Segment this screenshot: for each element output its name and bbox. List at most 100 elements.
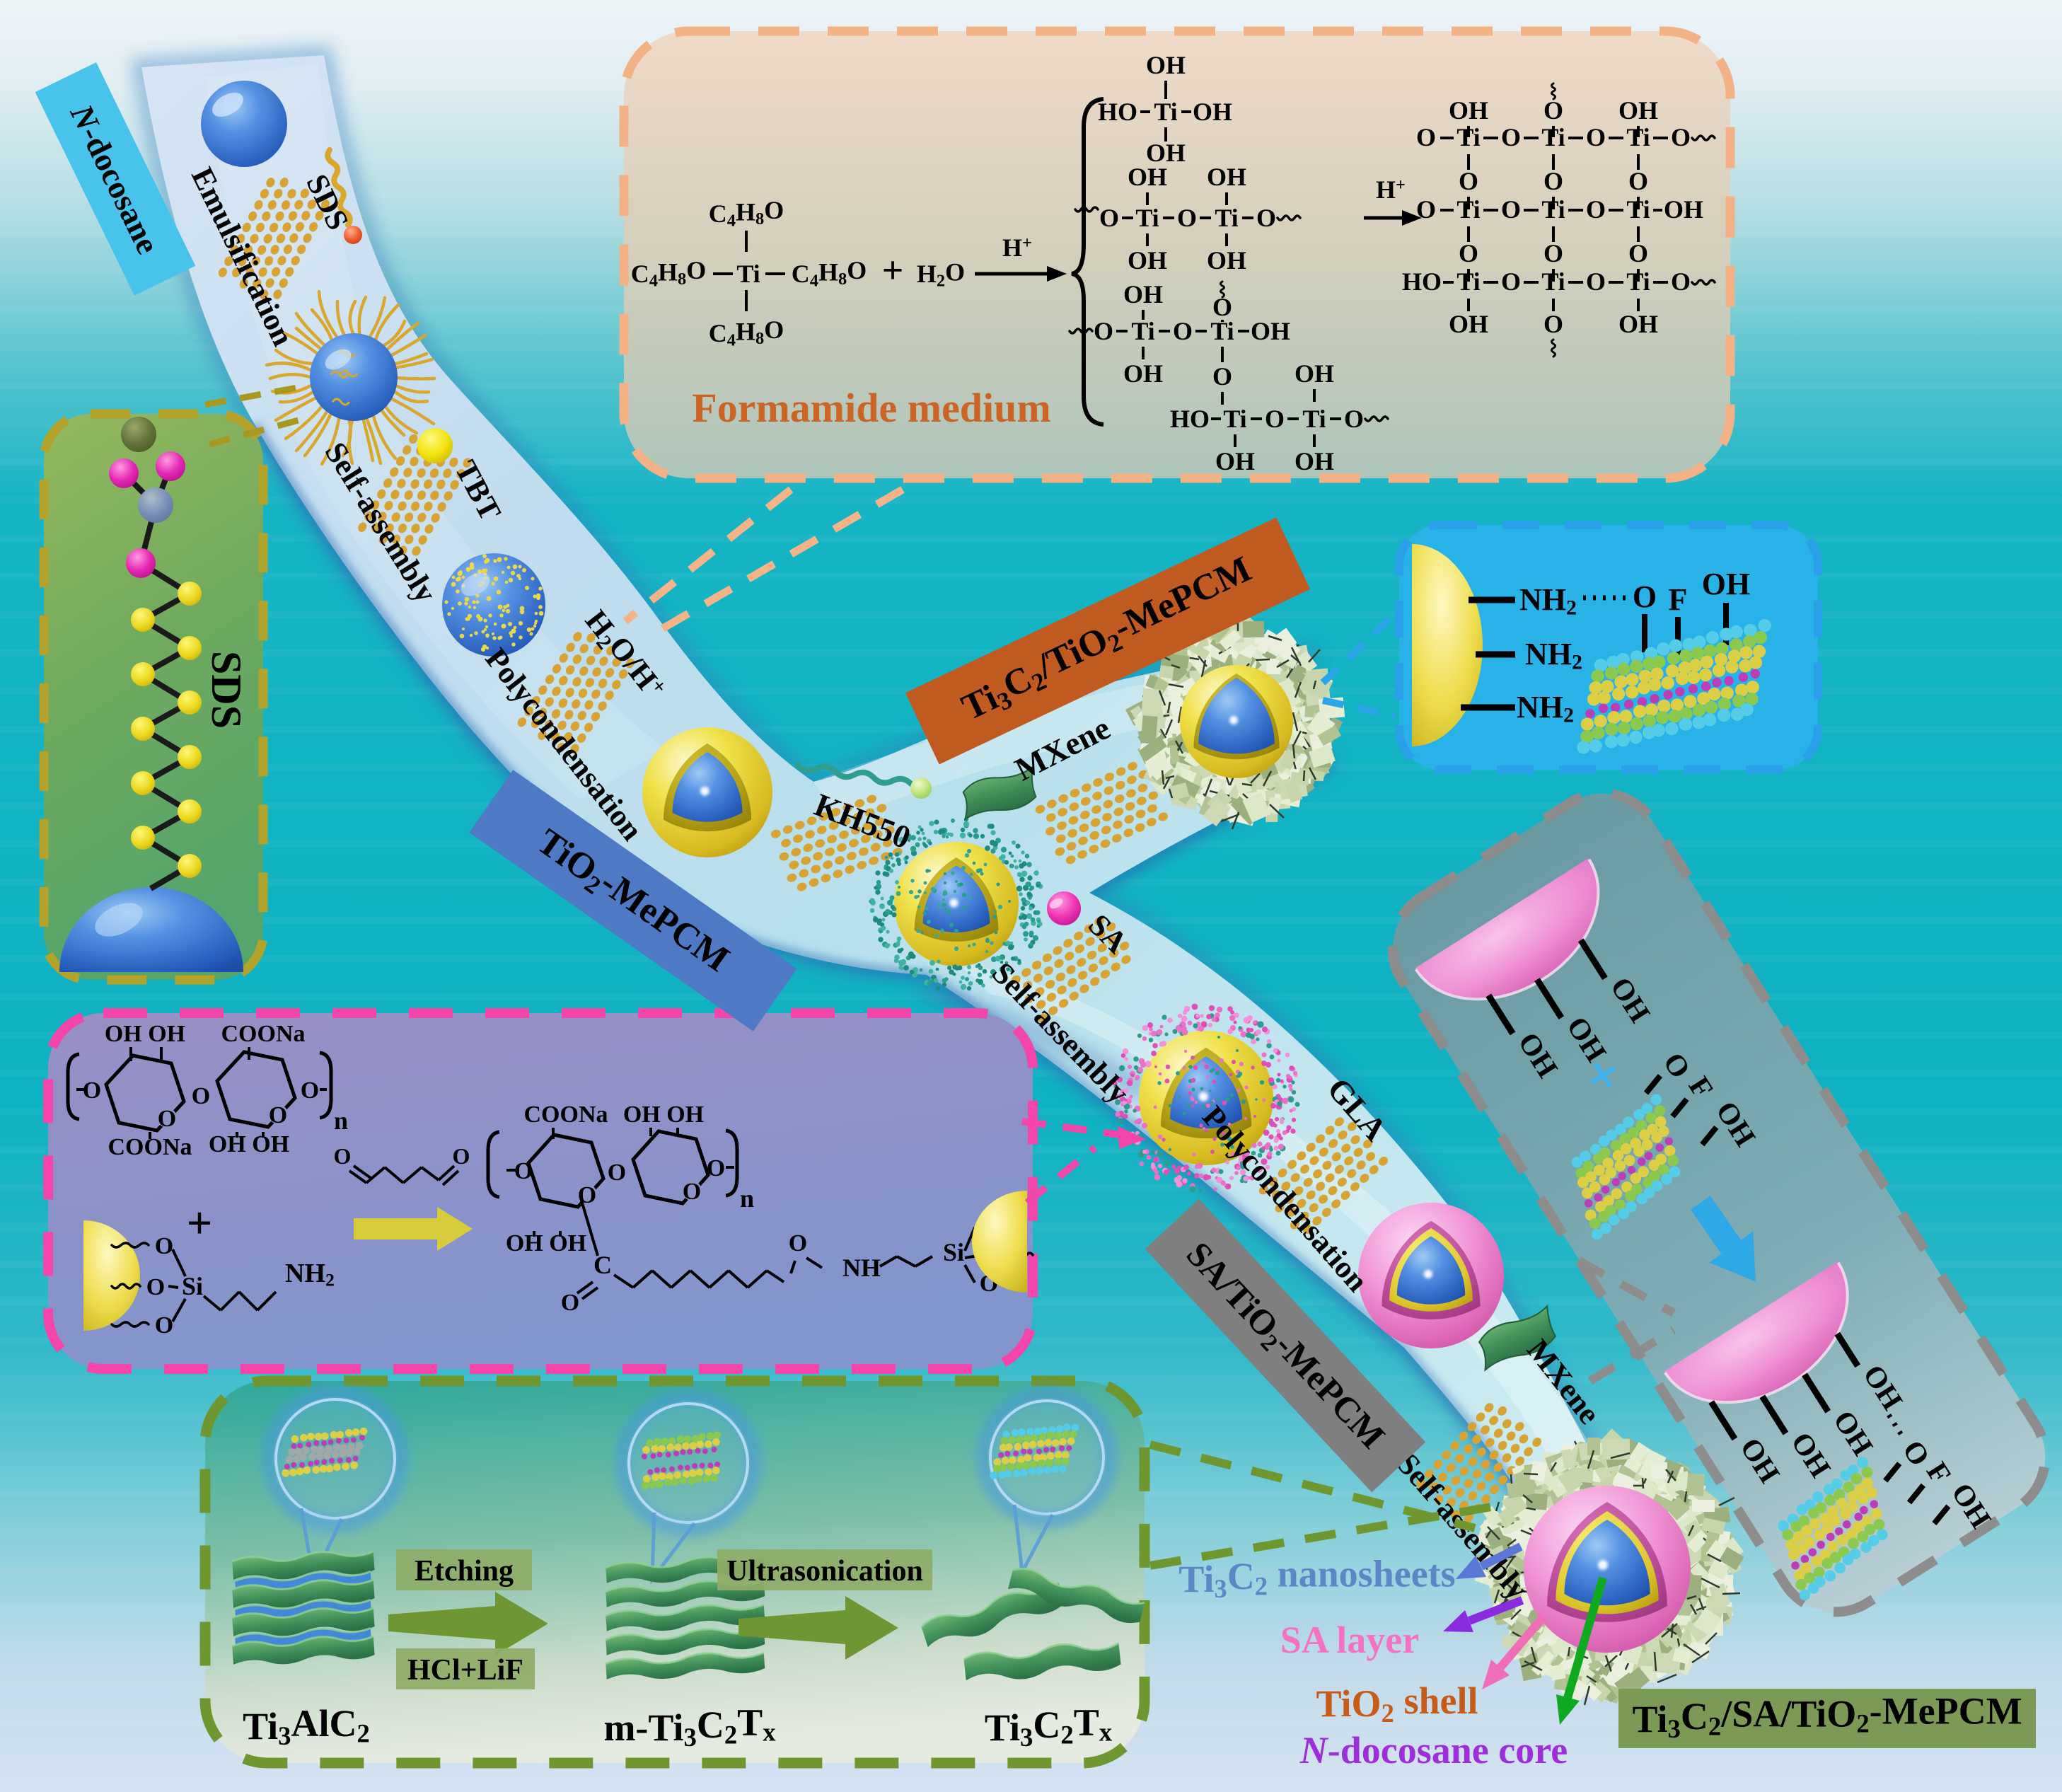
svg-text:O: O	[707, 1155, 725, 1181]
svg-text:O: O	[1459, 239, 1478, 267]
svg-text:O: O	[1586, 123, 1606, 151]
svg-text:O: O	[453, 1143, 470, 1169]
svg-text:O: O	[269, 1102, 287, 1128]
svg-text:+: +	[187, 1198, 212, 1248]
svg-text:O: O	[1671, 267, 1691, 296]
svg-text:Ti3​C2​/SA/TiO2​-MePCM: Ti3​C2​/SA/TiO2​-MePCM	[1632, 1690, 2022, 1743]
svg-text:O: O	[1173, 317, 1193, 345]
svg-text:O: O	[1628, 167, 1648, 195]
svg-text:SDS: SDS	[203, 651, 250, 729]
svg-text:OH: OH	[1123, 359, 1163, 388]
svg-text:n: n	[740, 1184, 754, 1213]
svg-text:O: O	[789, 1230, 807, 1256]
svg-text:Si: Si	[182, 1272, 203, 1300]
svg-text:Ti: Ti	[1215, 204, 1238, 232]
svg-text:OH: OH	[1664, 195, 1703, 224]
svg-text:SA layer: SA layer	[1280, 1619, 1420, 1661]
svg-text:O: O	[1212, 362, 1232, 391]
svg-text:F: F	[1669, 582, 1688, 617]
svg-text:O: O	[1416, 195, 1436, 224]
svg-text:OH OH: OH OH	[105, 1021, 185, 1047]
svg-text:OH: OH	[1251, 317, 1290, 345]
svg-text:OH: OH	[1618, 310, 1658, 338]
svg-text:O: O	[608, 1160, 626, 1186]
svg-text:OH: OH	[1449, 96, 1488, 125]
svg-text:O: O	[301, 1077, 319, 1104]
svg-text:OH: OH	[1128, 163, 1167, 191]
svg-text:Ti: Ti	[1135, 204, 1159, 232]
svg-text:O: O	[1212, 293, 1232, 321]
svg-text:NH: NH	[842, 1254, 881, 1282]
svg-text:Ti: Ti	[1302, 405, 1326, 433]
svg-text:O: O	[1628, 239, 1648, 267]
svg-text:OH: OH	[1193, 98, 1232, 126]
svg-text:O: O	[1543, 96, 1563, 125]
svg-text:O: O	[1543, 239, 1563, 267]
svg-text:O: O	[1459, 167, 1478, 195]
svg-text:O: O	[1586, 267, 1606, 296]
svg-text:HCl+LiF: HCl+LiF	[407, 1654, 523, 1687]
svg-text:O: O	[1633, 579, 1657, 614]
svg-text:HO: HO	[1402, 267, 1442, 296]
svg-text:O: O	[1671, 123, 1691, 151]
svg-text:OH: OH	[1207, 163, 1246, 191]
svg-text:TiO2​ shell: TiO2​ shell	[1316, 1680, 1478, 1728]
svg-text:O: O	[1501, 195, 1521, 224]
svg-text:O: O	[561, 1290, 579, 1316]
svg-text:OH: OH	[1146, 51, 1186, 79]
svg-text:O: O	[514, 1158, 533, 1184]
svg-text:+: +	[882, 249, 904, 291]
svg-text:O: O	[1543, 167, 1563, 195]
svg-text:OH: OH	[1294, 359, 1334, 388]
svg-text:O: O	[1256, 204, 1276, 232]
svg-text:OH OH: OH OH	[209, 1131, 289, 1157]
svg-text:Ti: Ti	[1131, 317, 1154, 345]
svg-text:O: O	[1344, 405, 1364, 433]
svg-text:Etching: Etching	[415, 1555, 514, 1588]
svg-text:O: O	[578, 1182, 596, 1208]
svg-text:HO: HO	[1170, 405, 1210, 433]
svg-text:O: O	[155, 1233, 173, 1259]
svg-text:O: O	[1177, 204, 1197, 232]
svg-text:O: O	[1501, 267, 1521, 296]
svg-text:O: O	[158, 1106, 176, 1132]
svg-text:Si: Si	[943, 1238, 964, 1266]
svg-text:O: O	[155, 1312, 173, 1339]
svg-text:C: C	[593, 1251, 612, 1279]
svg-text:Ultrasonication: Ultrasonication	[726, 1555, 923, 1588]
svg-text:COONa: COONa	[221, 1021, 306, 1047]
svg-text:OH: OH	[1215, 447, 1255, 475]
svg-text:Ti: Ti	[1154, 98, 1177, 126]
svg-text:O: O	[1586, 195, 1606, 224]
svg-text:O: O	[83, 1077, 101, 1104]
svg-text:O: O	[1099, 204, 1119, 232]
svg-text:HO: HO	[1098, 98, 1137, 126]
svg-text:OH: OH	[1207, 246, 1246, 274]
svg-text:O: O	[146, 1274, 165, 1300]
svg-text:N-docosane core: N-docosane core	[1299, 1729, 1568, 1771]
svg-text:Formamide medium: Formamide medium	[692, 385, 1050, 431]
svg-text:COONa: COONa	[524, 1102, 608, 1128]
svg-text:O: O	[334, 1143, 352, 1169]
svg-text:O: O	[1416, 123, 1436, 151]
svg-text:OH: OH	[1128, 246, 1167, 274]
svg-text:O: O	[1501, 123, 1521, 151]
svg-text:OH: OH	[1146, 139, 1186, 167]
svg-text:O: O	[192, 1083, 210, 1109]
svg-text:O: O	[1094, 317, 1113, 345]
svg-text:Ti: Ti	[736, 260, 760, 288]
svg-text:OH: OH	[1702, 567, 1750, 601]
svg-text:Ti3​AlC2​: Ti3​AlC2​	[243, 1702, 370, 1750]
svg-text:O: O	[1543, 310, 1563, 338]
svg-text:OH: OH	[1123, 280, 1163, 308]
svg-text:OH: OH	[1294, 447, 1334, 475]
svg-text:OH: OH	[1618, 96, 1658, 125]
svg-text:Ti: Ti	[1223, 405, 1246, 433]
svg-text:OH: OH	[1449, 310, 1488, 338]
svg-text:O: O	[683, 1179, 701, 1205]
svg-text:n: n	[334, 1106, 348, 1135]
svg-text:O: O	[1265, 405, 1285, 433]
svg-text:OH OH: OH OH	[506, 1230, 586, 1256]
svg-text:Ti3​C2​Tx​: Ti3​C2​Tx​	[985, 1701, 1113, 1752]
svg-text:OH OH: OH OH	[623, 1102, 704, 1128]
